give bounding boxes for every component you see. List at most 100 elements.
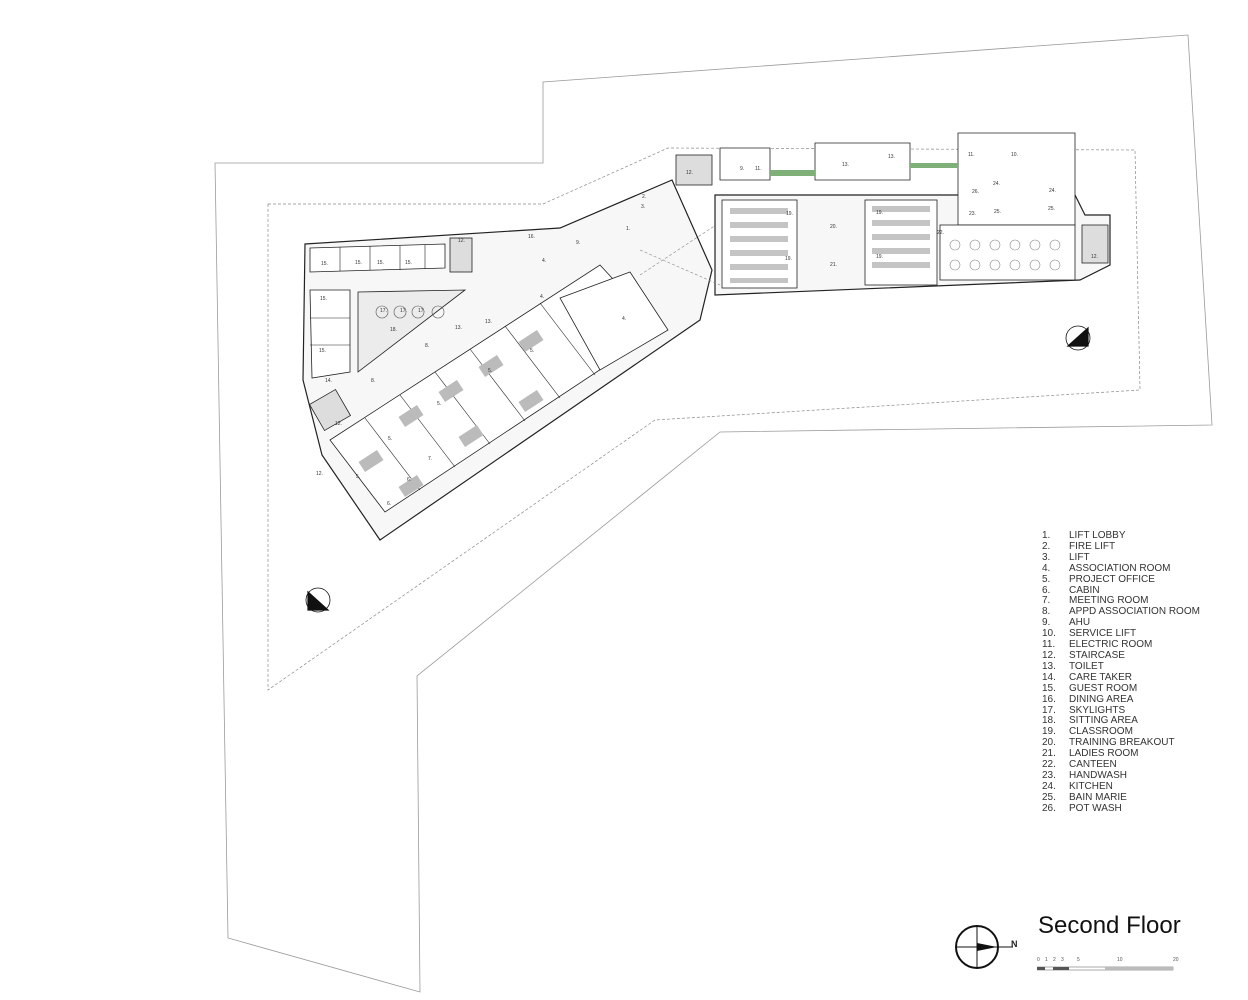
plan-title: Second Floor (1038, 912, 1181, 939)
room-number-label: 18. (390, 327, 397, 333)
legend-item: 12.STAIRCASE (1042, 649, 1200, 662)
site-boundary (214, 34, 1213, 993)
legend-label: LIFT (1069, 551, 1090, 563)
legend-item: 1. LIFT LOBBY (1042, 530, 1200, 542)
bridge-lines (639, 224, 721, 286)
legend-item: 4.ASSOCIATION ROOM (1042, 562, 1200, 575)
scale-tick-label: 2 (1053, 957, 1056, 963)
room-number-label: 26. (972, 189, 979, 195)
scale-tick-label: 20 (1173, 957, 1179, 963)
room-number-label: 10. (1011, 152, 1018, 158)
legend-item: 7.MEETING ROOM (1042, 595, 1200, 607)
room-number-label: 19. (876, 210, 883, 216)
room-number-label: 17. (400, 308, 407, 314)
legend-number: 10. (1042, 628, 1056, 640)
legend-item: 16.DINING AREA (1042, 693, 1200, 706)
section-marker-east (1065, 325, 1091, 351)
legend-item: 18. SITTING AREA (1042, 715, 1200, 727)
room-number-label: 25. (1048, 206, 1055, 212)
legend-label: BAIN MARIE (1069, 791, 1127, 803)
office-desks (358, 329, 544, 498)
legend-item: 17.SKYLIGHTS (1042, 705, 1200, 717)
legend-number: 9. (1042, 617, 1051, 629)
room-labels: 1.2.3.4.4.4.5.5.5.5.5.6.6.7.8.8.9.9.10.1… (316, 152, 1098, 507)
legend-number: 22. (1042, 759, 1056, 771)
legend-item: 14. CARE TAKER (1042, 671, 1200, 684)
room-number-label: 15. (319, 348, 326, 354)
legend-label: TOILET (1069, 660, 1104, 672)
legend-item: 20. TRAINING BREAKOUT (1042, 737, 1200, 749)
room-number-label: 23. (969, 211, 976, 217)
legend-label: FIRE LIFT (1069, 540, 1116, 552)
canteen-tables (949, 239, 1061, 271)
classroom-seating (730, 206, 930, 283)
legend-number: 14. (1042, 671, 1056, 683)
scale-tick-label: 0 (1037, 957, 1040, 963)
legend-number: 16. (1042, 693, 1056, 705)
legend-label: GUEST ROOM (1069, 682, 1138, 694)
room-number-label: 15. (321, 261, 328, 267)
legend-item: 9. AHU (1042, 617, 1200, 629)
section-marker-west (305, 587, 331, 613)
legend-label: SITTING AREA (1069, 715, 1138, 727)
legend-number: 2. (1042, 540, 1051, 552)
legend-label: CABIN (1069, 584, 1100, 596)
north-label: N (1011, 939, 1018, 949)
legend-number: 12. (1042, 649, 1056, 661)
room-number-label: 15. (405, 260, 412, 266)
legend-item: 25. BAIN MARIE (1042, 791, 1200, 804)
scale-tick-label: 1 (1045, 957, 1048, 963)
legend-label: HANDWASH (1069, 769, 1127, 781)
legend-number: 19. (1042, 726, 1056, 738)
room-number-label: 2. (642, 194, 646, 200)
room-number-label: 7. (428, 456, 432, 462)
legend-label: ASSOCIATION ROOM (1069, 562, 1171, 574)
legend-item: 3.LIFT (1042, 551, 1200, 564)
room-number-label: 13. (842, 162, 849, 168)
legend-number: 18. (1042, 715, 1056, 727)
room-number-label: 12. (1091, 254, 1098, 260)
room-number-label: 6. (407, 477, 411, 483)
legend-item: 24.KITCHEN (1042, 781, 1200, 793)
room-number-label: 17. (418, 308, 425, 314)
room-number-label: 24. (993, 181, 1000, 187)
room-number-label: 13. (888, 154, 895, 160)
legend-item: 8.APPD ASSOCIATION ROOM (1042, 606, 1200, 618)
room-number-label: 9. (740, 166, 744, 172)
scale-tick-label: 3 (1061, 957, 1064, 963)
legend-item: 26.POT WASH (1042, 803, 1200, 815)
room-number-label: 19. (786, 211, 793, 217)
legend-number: 13. (1042, 660, 1056, 672)
legend-label: MEETING ROOM (1069, 595, 1149, 607)
room-number-label: 4. (540, 294, 544, 300)
room-number-label: 12. (686, 170, 693, 176)
legend-number: 20. (1042, 737, 1056, 749)
legend-label: LADIES ROOM (1069, 748, 1139, 760)
scale-tick-label: 10 (1117, 957, 1123, 963)
room-number-label: 12. (335, 421, 342, 427)
legend-label: TRAINING BREAKOUT (1069, 737, 1175, 749)
legend-number: 8. (1042, 606, 1051, 618)
legend-number: 1. (1042, 530, 1051, 541)
legend-label: CARE TAKER (1069, 671, 1132, 683)
room-number-label: 5. (437, 401, 441, 407)
legend-item: 10.SERVICE LIFT (1042, 628, 1200, 640)
legend-label: CANTEEN (1069, 759, 1117, 771)
legend-item: 13. TOILET (1042, 660, 1200, 673)
room-number-label: 4. (542, 258, 546, 264)
scale-tick-label: 5 (1077, 957, 1080, 963)
room-number-label: 3. (641, 204, 645, 210)
room-number-label: 15. (377, 260, 384, 266)
legend-item: 2. FIRE LIFT (1042, 540, 1200, 553)
room-number-label: 13. (455, 325, 462, 331)
room-number-label: 5. (356, 474, 360, 480)
legend-label: LIFT LOBBY (1069, 530, 1126, 541)
room-number-label: 22. (937, 230, 944, 236)
legend-item: 6.CABIN (1042, 584, 1200, 597)
legend-item: 22. CANTEEN (1042, 759, 1200, 771)
room-number-label: 16. (528, 234, 535, 240)
legend-label: AHU (1069, 617, 1091, 629)
legend-number: 25. (1042, 791, 1056, 803)
